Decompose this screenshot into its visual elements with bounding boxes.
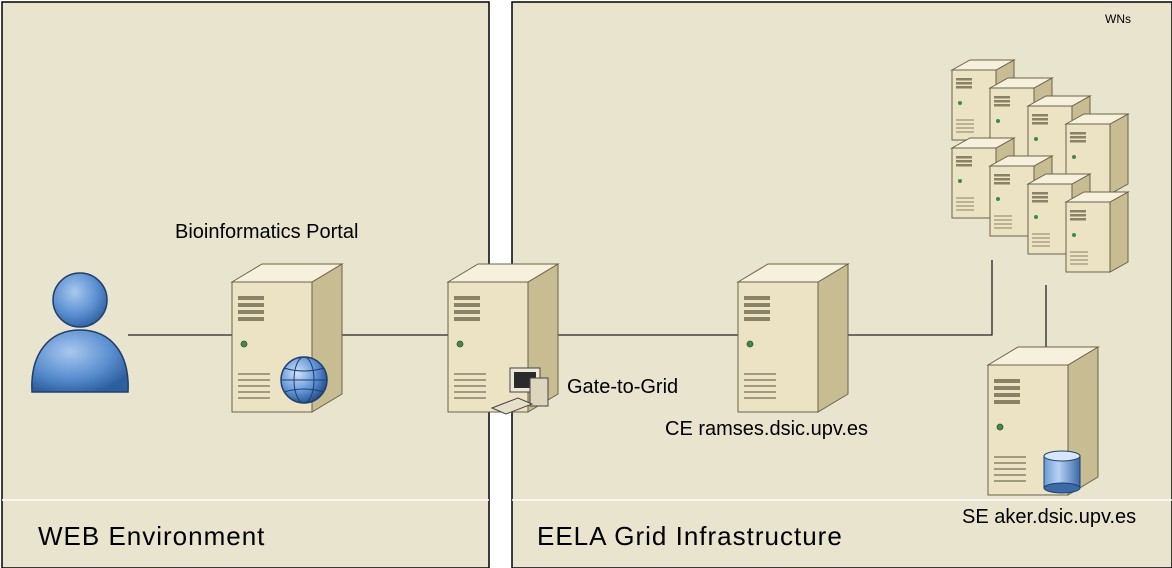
link-ce-wns [848, 260, 993, 336]
gate-label: Gate-to-Grid [567, 376, 679, 398]
user-icon [31, 272, 129, 393]
se-label: SE aker.dsic.upv.es [962, 506, 1137, 528]
connection-lines [128, 260, 1047, 360]
grid-panel-title: EELA Grid Infrastructure [537, 521, 843, 551]
portal-label: Bioinformatics Portal [175, 221, 359, 243]
server-storage-icon [987, 346, 1099, 496]
globe-icon [280, 356, 328, 404]
server-workstation-icon [447, 263, 559, 415]
workstation-icon [490, 367, 549, 415]
ce-label: CE ramses.dsic.upv.es [665, 418, 869, 440]
server-globe-icon [231, 263, 343, 413]
server-icon [737, 263, 849, 413]
database-icon [1043, 450, 1081, 494]
wns-label: WNs [1105, 12, 1131, 26]
web-panel-title: WEB Environment [38, 521, 266, 551]
